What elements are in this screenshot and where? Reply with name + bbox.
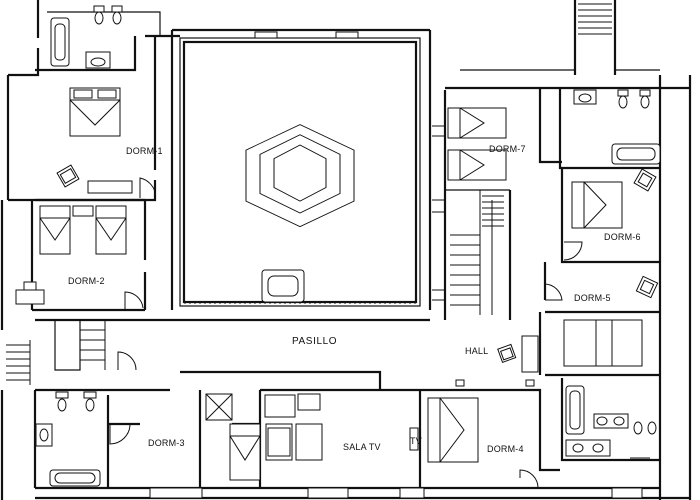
bidet-icon [85,398,95,412]
bidet-icon [640,95,650,109]
dorm-7-bed-bottom [447,149,507,181]
room-label-hall: HALL [465,346,488,356]
bidet-icon [112,11,122,25]
patio-outline [179,37,421,307]
desk [87,180,133,194]
washbasin-icon [596,416,608,426]
tv-unit [409,427,419,451]
toilet-icon [94,11,104,25]
fountain-inner [273,144,327,202]
dorm-6-bed [571,181,623,229]
corridor: PASILLO [150,318,430,392]
bottom-facade [149,487,643,499]
room-label-dorm-4: DORM-4 [487,444,524,454]
sala-tv-area: SALA TV TV [258,388,422,488]
room-label-dorm-7: DORM-7 [489,144,526,154]
hall-console [521,335,539,373]
bath-top-right [558,86,690,170]
dorm-7-bed-top [447,107,507,139]
desk [15,289,45,305]
hall-area: HALL [455,312,660,387]
bidet-icon [647,421,657,435]
room-label-dorm-6: DORM-6 [604,232,641,242]
dorm-5-area: DORM-5 [543,262,660,314]
toilet-icon [618,95,628,109]
dorm-7-area: DORM-7 [445,86,562,191]
dorm-4-bed [427,397,479,463]
washbasin-icon [39,428,49,442]
hall-beds [563,319,643,367]
room-label-dorm-5: DORM-5 [574,293,611,303]
fountain-outer [245,124,355,228]
dorm-4-area: DORM-4 [418,388,560,489]
room-label-dorm-3: DORM-3 [148,438,185,448]
dorm-3-area: DORM-3 [33,390,261,488]
toilet-icon [633,421,643,435]
washbasin-icon [90,57,106,67]
bed-right [95,205,127,255]
central-stair [432,90,512,320]
room-label-pasillo: PASILLO [292,336,337,347]
bed-left [39,205,71,255]
dorm-1-area: DORM-1 [35,5,180,202]
label-tv: TV [410,436,422,446]
washbasin-icon [578,93,592,103]
coffee-table [295,423,323,461]
top-stair [460,0,660,75]
room-label-dorm-2: DORM-2 [68,276,105,286]
left-entrance [6,318,150,392]
room-label-dorm-1: DORM-1 [126,146,163,156]
dorm-2-area: DORM-2 [8,198,147,312]
central-patio [170,28,432,310]
room-label-sala-tv: SALA TV [343,442,381,452]
dorm-3-bed [229,423,261,481]
bath-bottom-right [560,378,660,462]
toilet-icon [57,398,67,412]
dorm-6-area: DORM-6 [560,168,660,264]
